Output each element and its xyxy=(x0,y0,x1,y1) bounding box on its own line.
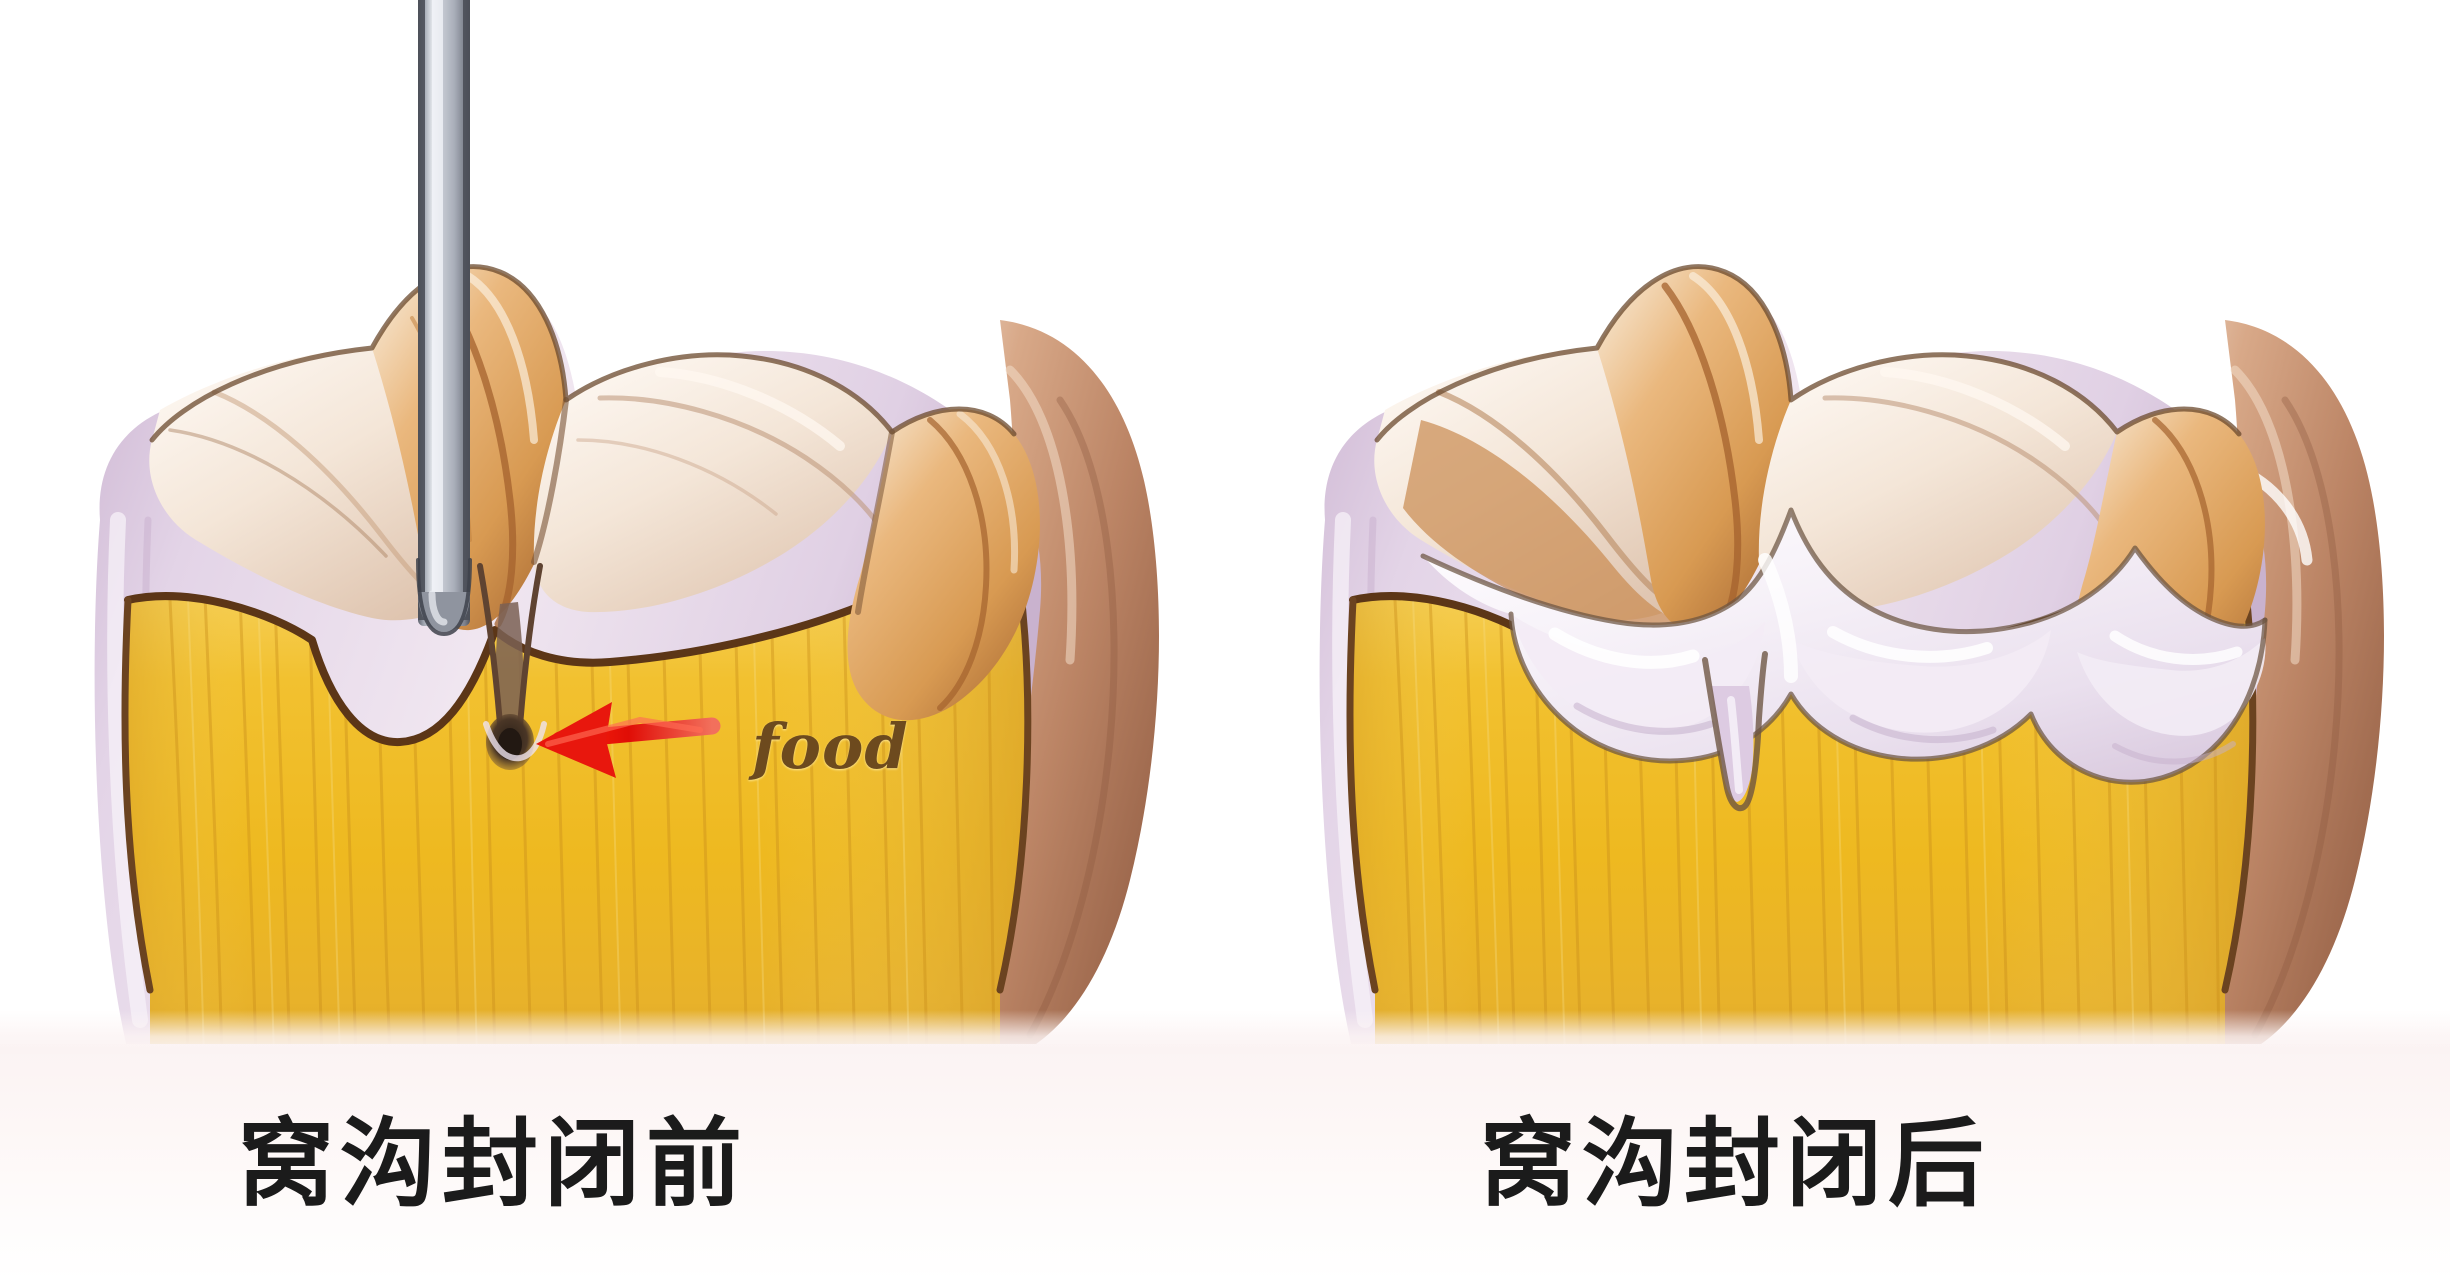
probe-shaft-edge-dark2-before xyxy=(463,0,470,620)
fissure-rim-highlight-before xyxy=(483,721,547,762)
cusp-central-line-after xyxy=(1822,395,2110,533)
outer-enamel-shadow-after xyxy=(2251,396,2343,1039)
cusp-buccal-left-tan-after xyxy=(1403,420,1691,630)
fissure-wall-left-before xyxy=(477,563,503,727)
sealant-shade-3-after xyxy=(2112,741,2236,765)
caption-before-sealing: 窝沟封闭前 xyxy=(238,1108,748,1220)
cusp-central-highlight-before xyxy=(655,367,845,451)
sealant-outline-lower-after xyxy=(1508,611,2268,785)
sealant-lobe-right-after xyxy=(2077,638,2266,736)
panel-after-sealing xyxy=(1225,0,2450,1060)
panel-before-sealing: food xyxy=(0,0,1225,1060)
cusp-outline-after xyxy=(1374,264,2242,443)
tooth-illustration-before: food xyxy=(0,0,1225,1060)
dej-left-edge-after xyxy=(1346,596,1379,994)
probe-shaft-highlight-before xyxy=(432,0,443,614)
fissure-cleft-before xyxy=(495,602,524,740)
caption-band: 窝沟封闭前 窝沟封闭后 xyxy=(0,1010,2450,1280)
cusp-mesial-ridge-after xyxy=(1661,282,1742,628)
probe-shaft-edge-dark-before xyxy=(418,0,425,620)
cusp-distal-highlight-before xyxy=(956,410,1019,574)
cusp-mesial-highlight-after xyxy=(1689,272,1763,444)
sealant-shade-2-after xyxy=(1849,714,1997,744)
cusp-central-line-before xyxy=(597,395,885,533)
tooth-cross-section-after-svg xyxy=(1319,264,2385,1060)
dentin-striations-fine-before xyxy=(187,595,910,1060)
sealant-lobe-left-after xyxy=(1511,614,1765,733)
food-impaction-arrow-before xyxy=(536,702,721,778)
tooth-illustration-after xyxy=(1225,0,2450,1060)
sealant-shade-1-after xyxy=(1573,702,1715,735)
caption-after-sealing: 窝沟封闭后 xyxy=(1480,1108,1990,1220)
arrow-head-before xyxy=(536,702,616,778)
arrow-glow-before xyxy=(545,716,703,747)
probe-tip-outline-before xyxy=(416,558,472,637)
cusp-central-line2-before xyxy=(576,438,778,516)
sealant-gloss-1-after xyxy=(1548,627,1700,669)
cusp-distal-ridge-before xyxy=(927,417,990,711)
cusp-distal-tan-before xyxy=(847,409,1040,721)
food-label: food xyxy=(752,710,909,783)
occlusal-groove-right-before xyxy=(855,429,895,615)
sealant-outline-upper-after xyxy=(1420,507,2268,634)
enamel-sheen-outer-after xyxy=(1332,512,1373,1028)
enamel-sheen-outer-before xyxy=(107,512,148,1028)
sealant-gloss-3-after xyxy=(2109,630,2243,665)
dej-right-edge-before xyxy=(996,581,1032,994)
probe-tip-shine-before xyxy=(428,590,448,626)
occlusal-groove-upper-before xyxy=(531,397,569,565)
outer-enamel-highlight-before xyxy=(1005,365,1077,665)
fissure-wall-right-before xyxy=(517,563,543,729)
dental-probe-before xyxy=(416,0,472,637)
outer-enamel-shadow-before xyxy=(1026,396,1118,1039)
cusp-mesial-highlight-before xyxy=(464,272,538,444)
sealant-plug-outline-after xyxy=(1702,651,1768,812)
sealant-gloss-bridge-after xyxy=(1758,553,1798,683)
dej-left-edge-before xyxy=(121,596,154,994)
cusp-outline-before xyxy=(149,264,1017,443)
sealant-material-after xyxy=(1420,507,2268,812)
sealant-plug-highlight-after xyxy=(1727,696,1743,794)
sealant-lobe-center-after xyxy=(1791,630,2051,733)
probe-shaft-before xyxy=(418,0,470,626)
outer-enamel-highlight-after xyxy=(2230,365,2302,665)
sealant-gloss-2-after xyxy=(1827,626,1993,663)
cusp-central-highlight-after xyxy=(1880,367,2070,451)
tooth-cross-section-before-svg xyxy=(94,0,1160,1060)
cusp-buccal-left-line-before xyxy=(168,428,388,558)
